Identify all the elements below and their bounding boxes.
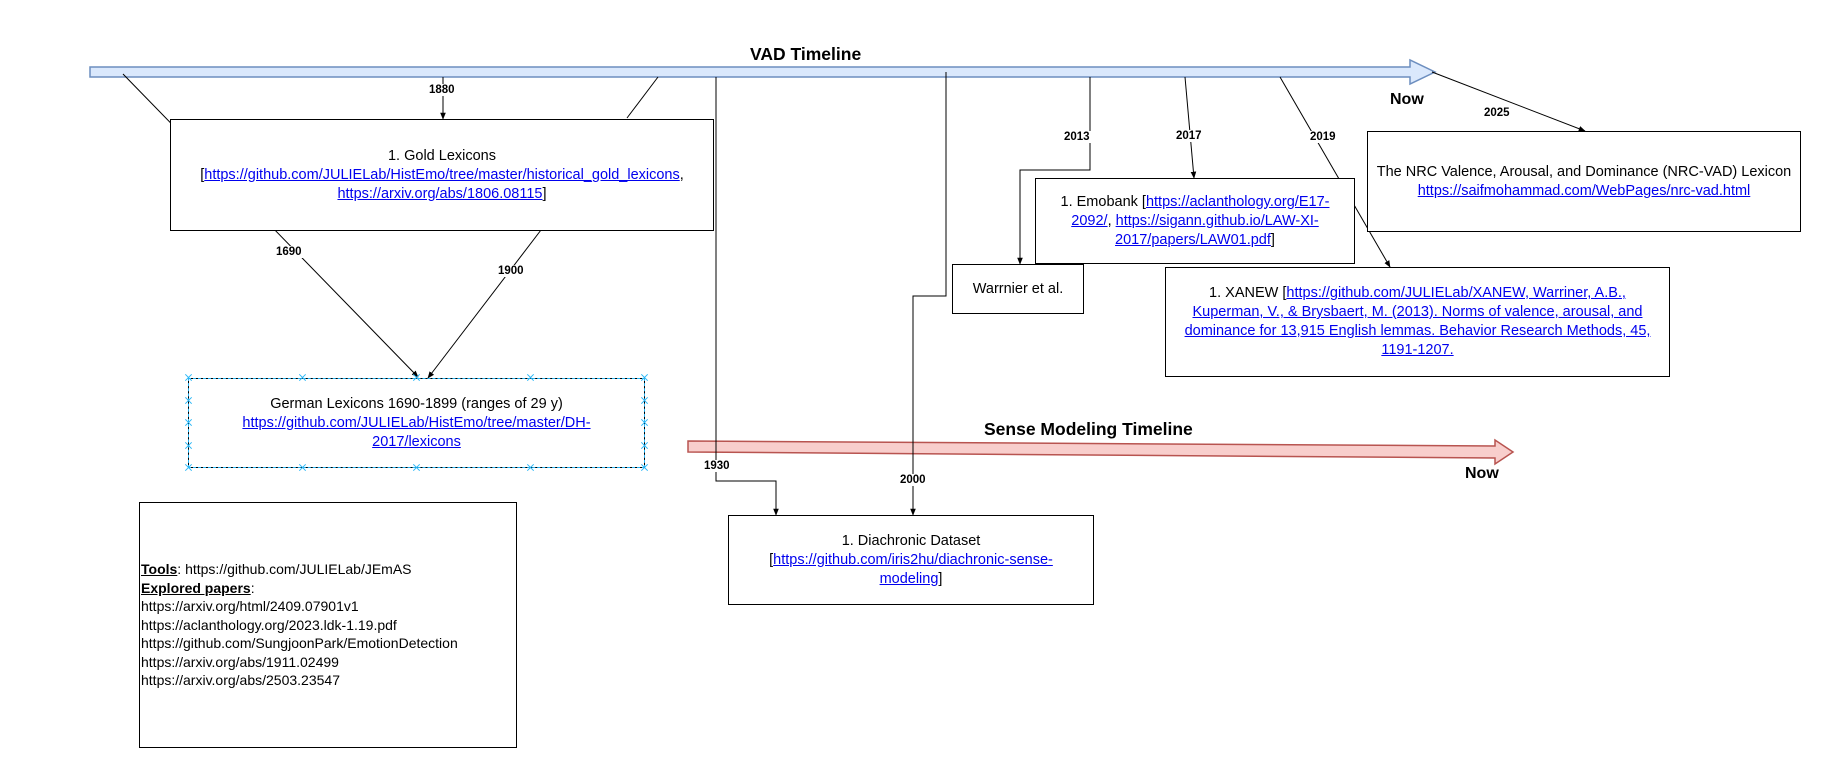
gold-close-bracket: ]: [542, 185, 547, 202]
year-label-2025: 2025: [1483, 107, 1511, 119]
diachronic-open-bracket: [: [769, 551, 774, 568]
xanew-link[interactable]: https://github.com/JULIELab/XANEW, Warri…: [1184, 285, 1651, 358]
gold-lexicons-title: 1. Gold Lexicons: [387, 147, 496, 164]
emobank-comma: ,: [1107, 212, 1116, 229]
paper-url: https://github.com/SungjoonPark/EmotionD…: [141, 635, 458, 652]
connector-2013: [1017, 77, 1091, 265]
vad-timeline-title: VAD Timeline: [750, 44, 862, 64]
diachronic-title: 1. Diachronic Dataset: [841, 532, 981, 549]
vad-timeline-arrow: [89, 58, 1437, 86]
paper-url: https://arxiv.org/html/2409.07901v1: [141, 598, 359, 615]
resize-handle-sw[interactable]: [184, 463, 193, 472]
resize-handle-se[interactable]: [640, 463, 649, 472]
resize-handle-e3[interactable]: [640, 441, 649, 450]
tools-box[interactable]: Tools: https://github.com/JULIELab/JEmAS…: [139, 502, 517, 748]
gold-open-bracket: [: [200, 166, 205, 183]
emobank-prefix: 1. Emobank [: [1060, 193, 1146, 210]
emobank-box[interactable]: 1. Emobank [https://aclanthology.org/E17…: [1035, 178, 1355, 264]
xanew-prefix: 1. XANEW [: [1209, 285, 1287, 301]
emobank-acl-link[interactable]: https://aclanthology.org/E17-2092/: [1071, 193, 1330, 229]
resize-handle-e1[interactable]: [640, 396, 649, 405]
resize-handle-w3[interactable]: [184, 441, 193, 450]
tools-value: : https://github.com/JULIELab/JEmAS: [177, 561, 412, 578]
connector-1930: [715, 77, 779, 516]
xanew-box[interactable]: 1. XANEW [https://github.com/JULIELab/XA…: [1165, 267, 1670, 377]
nrc-vad-box[interactable]: The NRC Valence, Arousal, and Dominance …: [1367, 131, 1801, 232]
year-label-2000: 2000: [899, 474, 927, 486]
resize-handle-w1[interactable]: [184, 396, 193, 405]
resize-handle-n3[interactable]: [526, 373, 535, 382]
german-lexicons-link[interactable]: https://github.com/JULIELab/HistEmo/tree…: [242, 414, 591, 450]
diachronic-close-bracket: ]: [938, 570, 943, 587]
resize-handle-n1[interactable]: [298, 373, 307, 382]
connector-1900: [626, 76, 659, 119]
emobank-close-bracket: ]: [1270, 231, 1275, 248]
emobank-sigann-link[interactable]: https://sigann.github.io/LAW-XI-2017/pap…: [1115, 212, 1319, 248]
year-label-1880: 1880: [428, 84, 456, 96]
connector-2017: [1184, 76, 1197, 179]
diachronic-link[interactable]: https://github.com/iris2hu/diachronic-se…: [773, 551, 1053, 587]
explored-papers-colon: :: [250, 579, 255, 596]
year-label-2013: 2013: [1063, 131, 1091, 143]
resize-handle-nw[interactable]: [184, 373, 193, 382]
sense-timeline-title: Sense Modeling Timeline: [984, 419, 1193, 439]
vad-now-label: Now: [1390, 91, 1424, 108]
resize-handle-w2[interactable]: [184, 418, 193, 427]
warrnier-box[interactable]: Warrnier et al.: [952, 264, 1084, 314]
nrc-vad-link[interactable]: https://saifmohammad.com/WebPages/nrc-va…: [1417, 182, 1751, 199]
sense-now-label: Now: [1465, 465, 1499, 482]
german-lexicons-box[interactable]: German Lexicons 1690-1899 (ranges of 29 …: [188, 378, 645, 468]
resize-handle-s1[interactable]: [298, 463, 307, 472]
connector-2000: [910, 72, 947, 516]
year-label-1930: 1930: [703, 460, 731, 472]
sense-timeline-arrow: [687, 438, 1515, 466]
gold-lexicons-arxiv-link[interactable]: https://arxiv.org/abs/1806.08115: [337, 185, 543, 202]
year-label-2019: 2019: [1309, 131, 1337, 143]
gold-lexicons-box[interactable]: 1. Gold Lexicons [https://github.com/JUL…: [170, 119, 714, 231]
explored-papers-label: Explored papers: [141, 579, 251, 596]
connector-2019: [1279, 76, 1391, 268]
nrc-vad-title: The NRC Valence, Arousal, and Dominance …: [1376, 163, 1792, 180]
resize-handle-s2[interactable]: [412, 463, 421, 472]
resize-handle-e2[interactable]: [640, 418, 649, 427]
resize-handle-ne[interactable]: [640, 373, 649, 382]
gold-comma: ,: [679, 166, 684, 183]
connector-2025: [1431, 71, 1586, 132]
gold-lexicons-github-link[interactable]: https://github.com/JULIELab/HistEmo/tree…: [204, 166, 680, 183]
year-label-1900: 1900: [497, 265, 525, 277]
tools-label: Tools: [141, 561, 178, 578]
year-label-2017: 2017: [1175, 130, 1203, 142]
year-label-1690: 1690: [275, 246, 303, 258]
paper-url: https://arxiv.org/abs/1911.02499: [141, 653, 339, 670]
warrnier-label: Warrnier et al.: [972, 280, 1064, 297]
connector-1900-lower: [427, 229, 542, 379]
german-lexicons-title: German Lexicons 1690-1899 (ranges of 29 …: [270, 395, 563, 412]
diachronic-box[interactable]: 1. Diachronic Dataset [https://github.co…: [728, 515, 1094, 605]
resize-handle-s3[interactable]: [526, 463, 535, 472]
resize-handle-n2[interactable]: [412, 373, 421, 382]
paper-url: https://arxiv.org/abs/2503.23547: [141, 672, 340, 689]
paper-url: https://aclanthology.org/2023.ldk-1.19.p…: [141, 616, 397, 633]
